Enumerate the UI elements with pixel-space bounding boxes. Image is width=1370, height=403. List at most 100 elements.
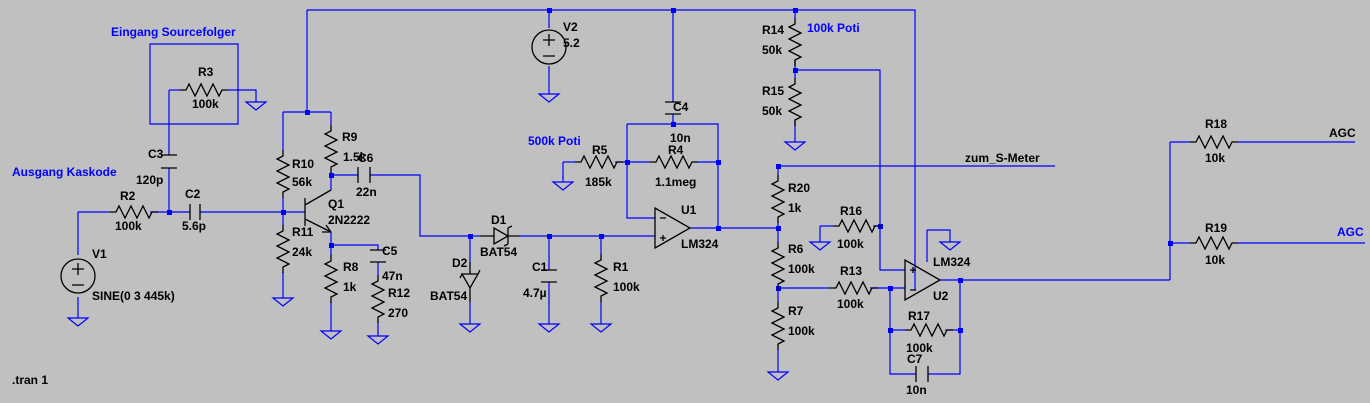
- ref-r2: R2: [120, 189, 136, 203]
- ref-c6: C6: [358, 151, 374, 165]
- label-agc-1: AGC: [1329, 126, 1356, 140]
- capacitor-c3: [161, 154, 177, 169]
- voltage-source-v2: [531, 29, 567, 65]
- value-r4: 1.1meg: [655, 175, 696, 189]
- capacitor-c1: [541, 269, 557, 283]
- capacitor-c6: [357, 167, 371, 183]
- ref-r17: R17: [908, 309, 930, 323]
- value-r20: 1k: [788, 201, 802, 215]
- value-d2: BAT54: [430, 289, 467, 303]
- resistor-r4: [649, 155, 699, 169]
- value-r11: 24k: [292, 245, 312, 259]
- ref-v2: V2: [563, 20, 578, 34]
- ref-d2: D2: [452, 256, 468, 270]
- ref-c5: C5: [382, 244, 398, 258]
- value-c2: 5.6p: [182, 219, 206, 233]
- value-r10: 56k: [292, 175, 312, 189]
- ref-r9: R9: [342, 130, 358, 144]
- value-q1: 2N2222: [328, 213, 370, 227]
- wires: [77, 9, 1365, 375]
- resistor-r19: [1189, 236, 1239, 250]
- ref-r18: R18: [1205, 117, 1227, 131]
- ref-d1: D1: [491, 213, 507, 227]
- opamp-u2: [904, 258, 942, 302]
- ref-c4: C4: [673, 100, 689, 114]
- label-poti-500k: 500k Poti: [528, 134, 581, 148]
- resistor-r7: [771, 301, 785, 351]
- ref-r8: R8: [343, 260, 359, 274]
- value-r13: 100k: [837, 297, 864, 311]
- ref-r12: R12: [388, 286, 410, 300]
- value-r16: 100k: [837, 237, 864, 251]
- ref-r13: R13: [840, 264, 862, 278]
- label-agc-2: AGC: [1337, 225, 1364, 239]
- value-r18: 10k: [1205, 151, 1225, 165]
- ref-v1: V1: [92, 247, 107, 261]
- transistor-q1: [304, 189, 332, 233]
- voltage-source-v1: [60, 258, 96, 294]
- value-c7: 10n: [906, 383, 927, 397]
- value-r15: 50k: [762, 104, 782, 118]
- resistor-r3: [179, 83, 229, 97]
- ref-q1: Q1: [328, 197, 344, 211]
- ref-u2: U2: [933, 289, 949, 303]
- value-r14: 50k: [762, 43, 782, 57]
- label-poti-100k: 100k Poti: [807, 21, 860, 35]
- resistor-r18: [1189, 135, 1239, 149]
- ground-symbol: [320, 324, 342, 340]
- capacitor-c4: [665, 101, 681, 124]
- diode-d1: [480, 225, 520, 247]
- ground-symbol: [767, 365, 789, 381]
- opamp-u1: [654, 206, 692, 250]
- capacitor-c7: [915, 366, 929, 382]
- capacitor-c5: [370, 249, 386, 263]
- ref-c1: C1: [532, 260, 548, 274]
- value-r6: 100k: [788, 262, 815, 276]
- ref-r7: R7: [788, 304, 804, 318]
- ref-c2: C2: [185, 187, 201, 201]
- value-r1: 100k: [613, 280, 640, 294]
- ground-symbol: [538, 87, 560, 103]
- ref-r4: R4: [668, 143, 684, 157]
- value-v2: 5.2: [563, 36, 580, 50]
- ground-symbol: [939, 235, 961, 251]
- ground-symbol: [245, 95, 267, 111]
- ref-r6: R6: [788, 242, 804, 256]
- value-r12: 270: [388, 306, 408, 320]
- label-ausgang: Ausgang Kaskode: [12, 165, 117, 179]
- ground-symbol: [809, 235, 831, 251]
- label-eingang: Eingang Sourcefolger: [111, 25, 236, 39]
- resistor-r10: [276, 149, 290, 199]
- label-zum-s-meter: zum_S-Meter: [965, 151, 1040, 165]
- junction-dots: [167, 8, 1173, 333]
- resistor-r20: [771, 174, 785, 224]
- value-c1: 4.7µ: [523, 286, 547, 300]
- resistor-r9: [324, 124, 338, 174]
- value-c5: 47n: [382, 269, 403, 283]
- ref-r16: R16: [840, 204, 862, 218]
- resistor-r8: [324, 254, 338, 304]
- ground-symbol: [590, 317, 612, 333]
- ref-r14: R14: [762, 23, 784, 37]
- label-tran: .tran 1: [12, 373, 48, 387]
- value-r17: 100k: [906, 341, 933, 355]
- value-v1: SINE(0 3 445k): [92, 289, 175, 303]
- value-r2: 100k: [115, 219, 142, 233]
- ground-symbol: [459, 317, 481, 333]
- value-r3: 100k: [192, 97, 219, 111]
- capacitor-c2: [189, 204, 201, 220]
- resistor-r15: [788, 77, 802, 127]
- ground-symbol: [367, 329, 389, 345]
- ground-symbol: [552, 175, 574, 191]
- value-r9: 1.5k: [343, 150, 367, 164]
- ground-symbol: [272, 291, 294, 307]
- ground-symbol: [538, 317, 560, 333]
- ref-r5: R5: [592, 143, 608, 157]
- diode-d2: [459, 262, 481, 302]
- resistor-r6: [771, 241, 785, 291]
- value-r8: 1k: [343, 280, 357, 294]
- resistor-r14: [788, 17, 802, 67]
- ref-u1: U1: [681, 203, 697, 217]
- value-c4: 10n: [670, 131, 691, 145]
